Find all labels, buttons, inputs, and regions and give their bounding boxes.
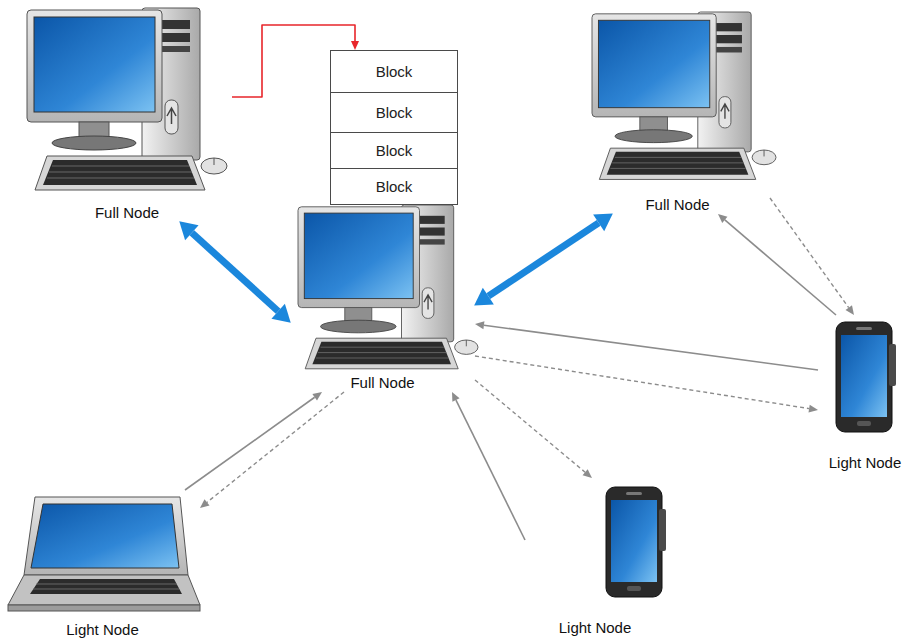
sync-arrow (192, 233, 278, 311)
block-box: Block (330, 92, 458, 133)
phone (606, 487, 666, 597)
illustration-part (31, 504, 179, 568)
request-arrow (475, 356, 809, 409)
node-label: Light Node (559, 619, 632, 637)
node-label: Full Node (95, 204, 159, 222)
block-box: Block (330, 50, 458, 93)
block-box: Block (330, 132, 458, 169)
sync-arrow (488, 223, 598, 296)
request-arrow (475, 380, 585, 472)
device-node: Light Node (525, 478, 665, 637)
desktop-computer (592, 12, 776, 179)
illustration-part (8, 575, 200, 605)
node-label: Full Node (350, 374, 414, 392)
request-arrow (770, 198, 849, 308)
request-arrow (484, 325, 818, 370)
node-label: Block (376, 142, 413, 160)
device-node: Full Node (22, 5, 232, 222)
node-label: Light Node (66, 621, 139, 639)
device-node: Full Node (585, 5, 770, 214)
node-label: Block (376, 104, 413, 122)
laptop (8, 497, 200, 611)
desktop-computer (27, 8, 227, 190)
request-arrow (207, 392, 344, 502)
device-node: Light Node (818, 315, 912, 472)
request-arrow (456, 400, 525, 540)
illustration-part (33, 584, 179, 589)
node-label: Light Node (829, 454, 902, 472)
desktop-computer (298, 205, 478, 369)
request-arrow (185, 397, 315, 490)
illustration-part (30, 579, 182, 594)
phone (836, 322, 896, 432)
node-label: Block (376, 63, 413, 81)
illustration-part (8, 605, 200, 611)
node-label: Block (376, 178, 413, 196)
node-label: Full Node (645, 196, 709, 214)
illustration-part (24, 497, 188, 575)
device-node: Light Node (5, 490, 200, 639)
device-node: Full Node (290, 192, 475, 392)
block-box: Block (330, 168, 458, 205)
